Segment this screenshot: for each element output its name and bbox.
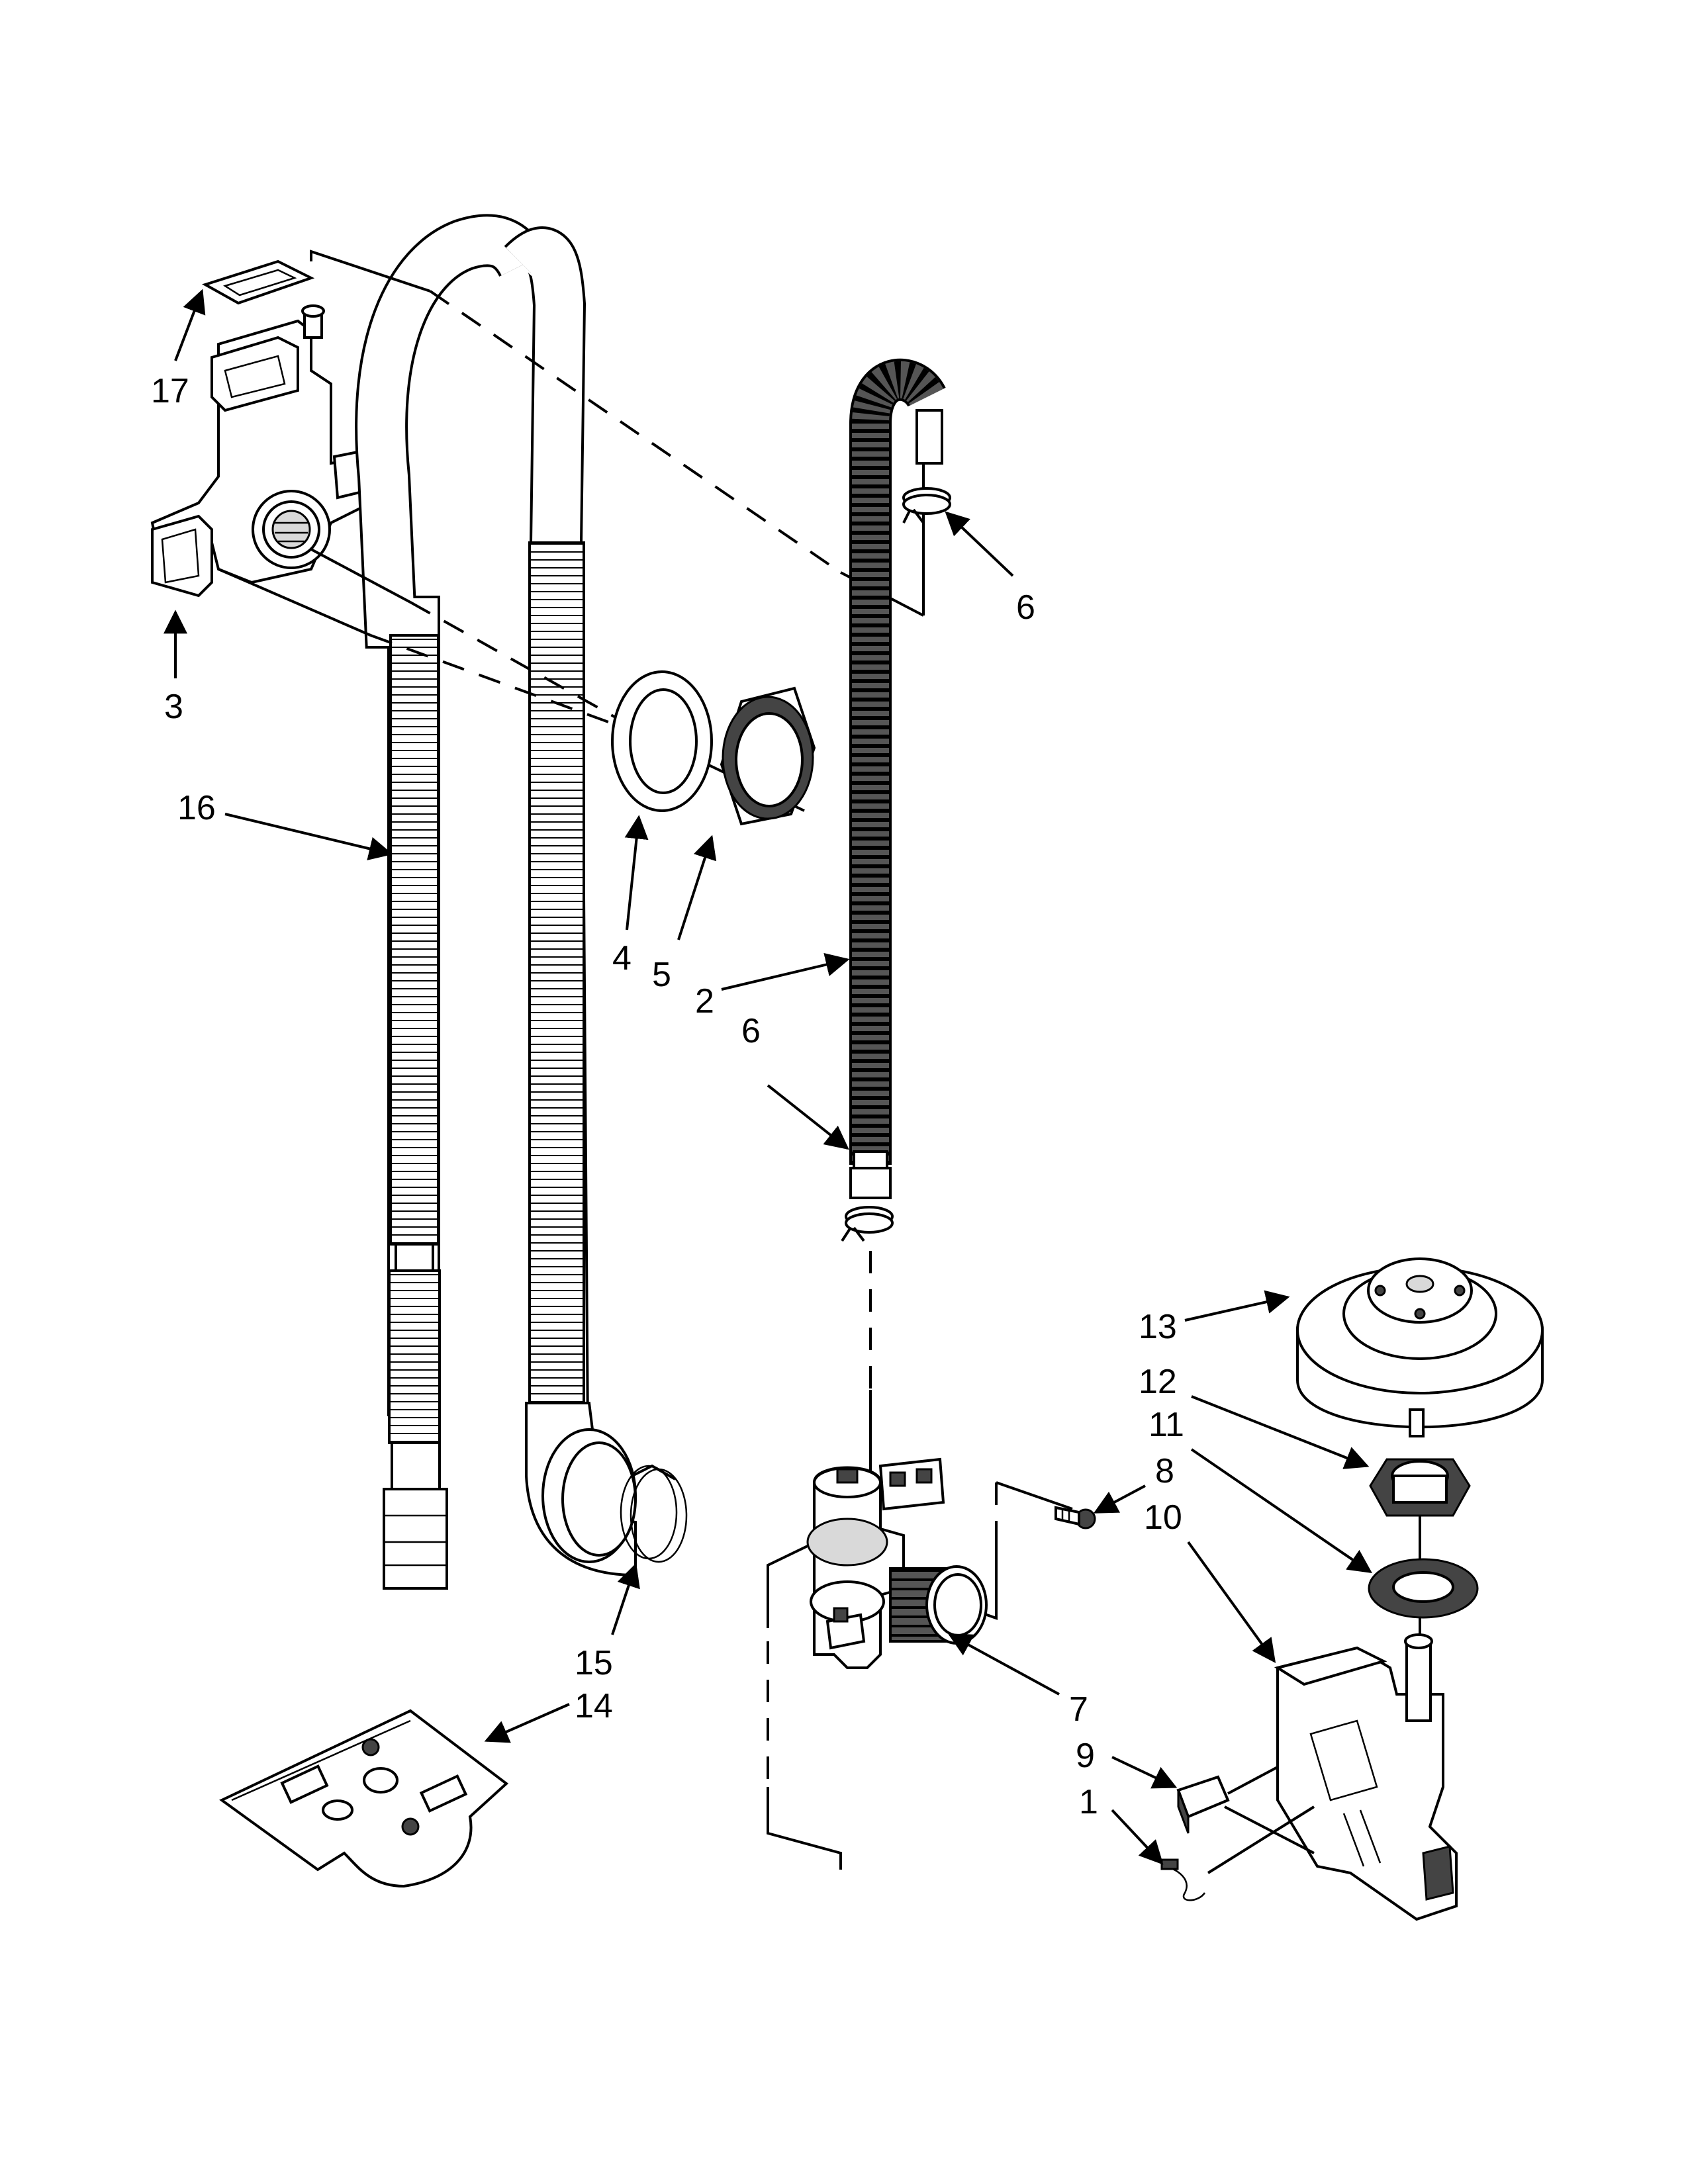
callout-9: 9 [1076, 1737, 1095, 1775]
callout-2: 2 [695, 982, 714, 1021]
part-16-drain-hose [355, 214, 637, 1590]
callout-3: 3 [164, 688, 183, 726]
callout-leaders [164, 289, 1372, 1865]
callout-5: 5 [652, 956, 671, 994]
part-17-cover [201, 259, 315, 305]
callout-4: 4 [612, 939, 632, 978]
callout-15: 15 [575, 1644, 613, 1682]
part-2-fill-hose [849, 358, 946, 1199]
part-3-vent-assembly [150, 304, 373, 598]
callout-8: 8 [1155, 1452, 1174, 1490]
part-10-switch-bracket [1274, 1633, 1458, 1921]
part-6-clamp-lower [841, 1206, 894, 1242]
callout-12: 12 [1139, 1363, 1177, 1401]
callout-labels: 17 3 16 4 5 2 6 6 15 14 13 12 11 8 10 7 … [151, 372, 1184, 1821]
part-15-spring-clamp [620, 1464, 688, 1563]
part-9-micro-switch [1176, 1766, 1315, 1854]
part-14-hardware-bag [219, 1709, 509, 1888]
callout-1: 1 [1079, 1783, 1098, 1821]
part-4-gasket [611, 670, 713, 812]
callout-14: 14 [575, 1687, 613, 1725]
callout-10: 10 [1144, 1498, 1182, 1537]
callout-17: 17 [151, 372, 189, 410]
part-11-washer [1368, 1558, 1479, 1619]
callout-16: 16 [177, 789, 216, 827]
callout-6-lower: 6 [741, 1012, 761, 1050]
part-6-clamp-upper [902, 487, 951, 524]
callout-13: 13 [1139, 1308, 1177, 1346]
part-8-screw [1055, 1506, 1096, 1529]
part-13-float [1296, 1257, 1544, 1437]
callout-7: 7 [1069, 1690, 1088, 1729]
callout-11: 11 [1149, 1406, 1184, 1444]
part-1-wire [1160, 1805, 1315, 1901]
part-5-nut [720, 686, 816, 826]
callout-6-upper: 6 [1016, 588, 1035, 627]
part-7-water-valve [806, 1457, 988, 1669]
part-12-float-nut [1369, 1458, 1471, 1517]
